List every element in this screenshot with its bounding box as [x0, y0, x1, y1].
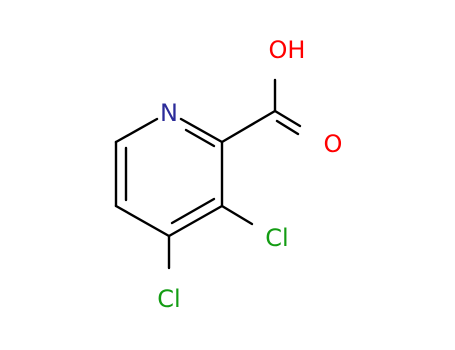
- atom-labels: N OH O Cl Cl: [157, 36, 342, 313]
- ring-nitrogen-label: N: [160, 99, 178, 127]
- bond-c3-c4: [167, 204, 224, 238]
- bond-carboxyl-o-1: [273, 109, 302, 128]
- bond-c6-n1: [114, 117, 159, 144]
- chlorine-4-label: Cl: [157, 285, 180, 313]
- bond-n1-c2-inner: [184, 128, 216, 148]
- bond-n1-c2: [179, 117, 224, 144]
- bond-c4-c5: [114, 204, 171, 238]
- bond-group: [114, 78, 302, 270]
- bond-carboxyl-o-2: [275, 119, 300, 136]
- hydroxyl-label: OH: [269, 36, 306, 64]
- bond-c2-carboxyl: [220, 109, 277, 144]
- bond-c3-c4-inner: [170, 197, 216, 225]
- bond-c3-cl: [220, 204, 254, 226]
- chlorine-3-label: Cl: [265, 224, 288, 252]
- carbonyl-oxygen-label: O: [324, 130, 343, 158]
